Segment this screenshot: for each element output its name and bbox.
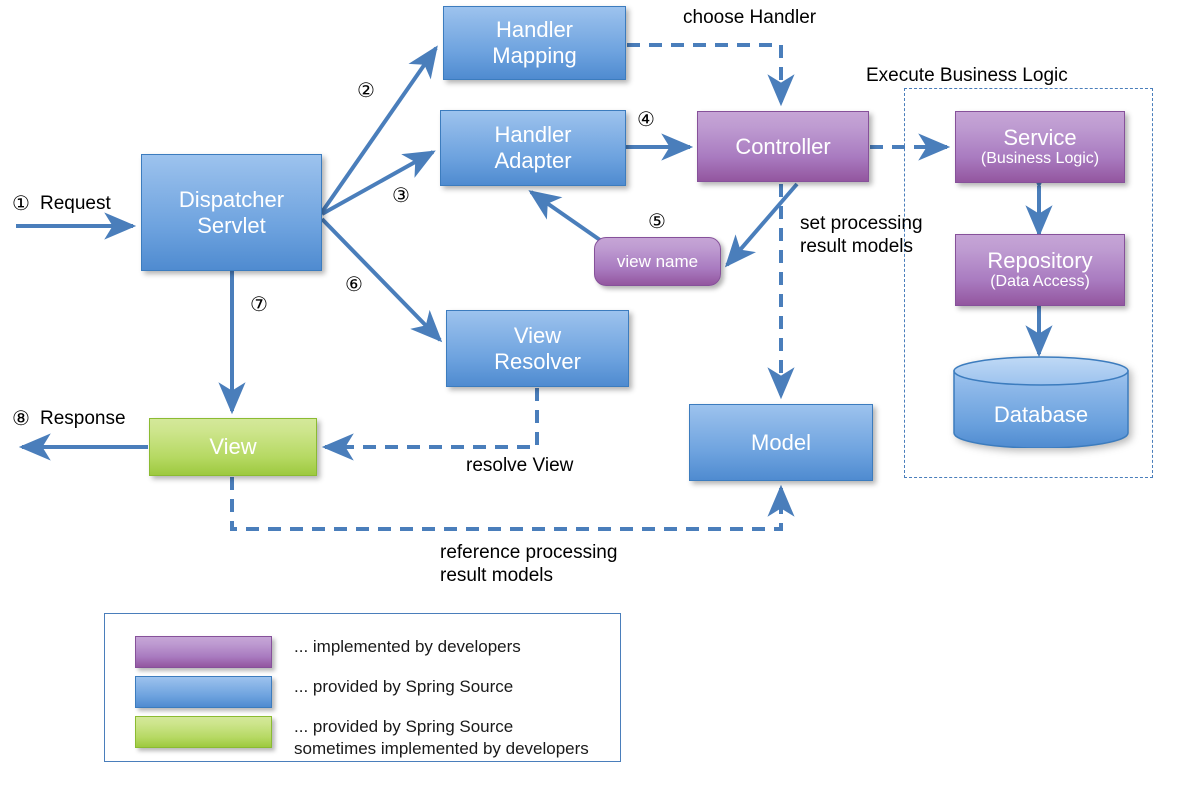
node-repository[interactable]: Repository (Data Access) <box>955 234 1125 306</box>
label-request: Request <box>40 193 111 214</box>
database-label: Database <box>993 402 1089 427</box>
repository-line1: Repository <box>987 248 1093 274</box>
step-number-6: ⑥ <box>345 274 363 296</box>
node-controller[interactable]: Controller <box>697 111 869 182</box>
legend-row-implemented-by-developers: ... implemented by developers <box>135 636 521 668</box>
node-service[interactable]: Service (Business Logic) <box>955 111 1125 183</box>
legend-label-1: ... provided by Spring Source <box>294 677 514 696</box>
step-number-2: ② <box>357 80 375 102</box>
step-number-7: ⑦ <box>250 294 268 316</box>
label-resolve-view: resolve View <box>466 455 574 476</box>
node-view-resolver[interactable]: View Resolver <box>446 310 629 387</box>
step-number-3: ③ <box>392 185 410 207</box>
handler-adapter-line2: Adapter <box>494 148 572 173</box>
label-response: Response <box>40 408 126 429</box>
label-choose-handler: choose Handler <box>683 7 817 28</box>
legend-swatch-green <box>135 716 272 748</box>
dispatcher-servlet-line1: Dispatcher <box>178 186 285 212</box>
service-line2: (Business Logic) <box>980 149 1100 167</box>
node-handler-adapter[interactable]: Handler Adapter <box>440 110 626 186</box>
step-number-8: ⑧ <box>12 408 30 430</box>
legend-label-0: ... implemented by developers <box>294 637 521 656</box>
label-reference-processing-result-models: reference processing result models <box>440 542 618 587</box>
node-view-name[interactable]: view name <box>594 237 721 286</box>
handler-adapter-line1: Handler <box>494 122 572 148</box>
handler-mapping-line1: Handler <box>495 17 574 43</box>
controller-label: Controller <box>735 133 831 159</box>
legend-row-provided-by-spring-source: ... provided by Spring Source <box>135 676 513 708</box>
service-line1: Service <box>1003 125 1077 151</box>
legend-label-2: ... provided by Spring Source sometimes … <box>294 717 589 759</box>
node-handler-mapping[interactable]: Handler Mapping <box>443 6 626 80</box>
view-resolver-line2: Resolver <box>494 348 581 374</box>
view-resolver-line1: View <box>513 322 562 348</box>
step-number-4: ④ <box>637 109 655 131</box>
node-view[interactable]: View <box>149 418 317 476</box>
node-database[interactable]: Database <box>952 356 1130 449</box>
legend-box: ... implemented by developers ... provid… <box>104 613 621 762</box>
step-number-5: ⑤ <box>648 211 666 233</box>
legend-row-provided-sometimes-implemented: ... provided by Spring Source sometimes … <box>135 716 589 761</box>
repository-line2: (Data Access) <box>990 272 1090 290</box>
legend-swatch-blue <box>135 676 272 708</box>
execute-business-logic-group <box>904 88 1153 478</box>
dispatcher-servlet-line2: Servlet <box>197 212 266 238</box>
label-set-processing-result-models: set processing result models <box>800 213 923 258</box>
step-number-1: ① <box>12 193 30 215</box>
node-dispatcher-servlet[interactable]: Dispatcher Servlet <box>141 154 322 271</box>
node-model[interactable]: Model <box>689 404 873 481</box>
view-name-label: view name <box>616 251 699 271</box>
legend-swatch-purple <box>135 636 272 668</box>
handler-mapping-line2: Mapping <box>492 43 577 68</box>
model-label: Model <box>751 429 811 455</box>
execute-business-logic-label: Execute Business Logic <box>866 65 1068 86</box>
view-label: View <box>209 434 257 460</box>
